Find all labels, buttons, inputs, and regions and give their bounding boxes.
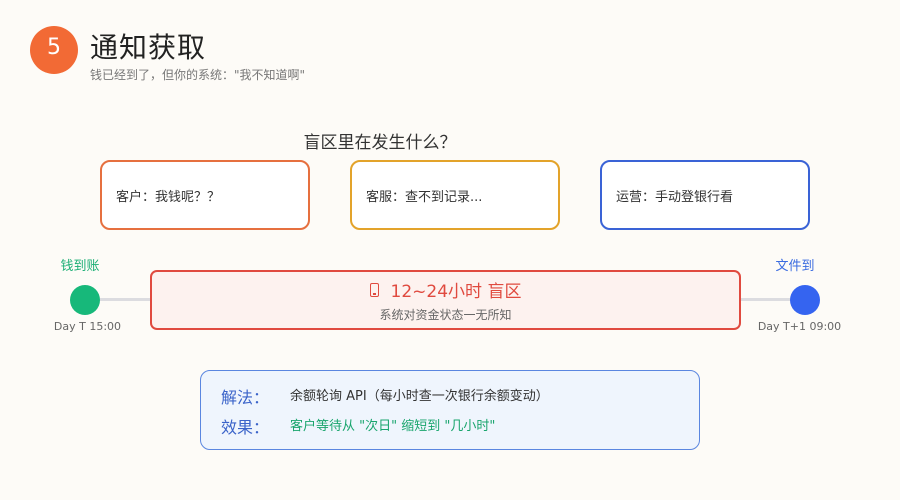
blind-zone-subtitle: 系统对资金状态一无所知	[379, 308, 512, 322]
blind-zone-title-text: 12~24小时 盲区	[390, 282, 522, 302]
service-card-text: 客服：查不到记录...	[366, 189, 483, 205]
section-question: 盲区里在发生什么？	[303, 133, 457, 153]
timeline-end-time: Day T+1 09:00	[757, 320, 842, 333]
timeline-end-label: 文件到	[775, 259, 815, 274]
step-number-badge: 5	[30, 26, 78, 74]
customer-card-text: 客户：我钱呢？？	[116, 189, 221, 205]
timeline-end-dot	[790, 285, 820, 315]
timeline-start-label: 钱到账	[60, 259, 100, 274]
page-title: 通知获取	[90, 31, 207, 64]
ops-card: 运营：手动登银行看	[600, 160, 810, 230]
page-subtitle: 钱已经到了，但你的系统："我不知道啊"	[90, 68, 306, 82]
solution-box	[200, 370, 700, 450]
blind-zone-title: 12~24小时 盲区	[150, 277, 741, 302]
service-card: 客服：查不到记录...	[350, 160, 560, 230]
blind-zone-box	[150, 270, 741, 330]
timeline-start-dot	[70, 285, 100, 315]
solution-label: 解法：	[221, 388, 270, 407]
solution-text: 余额轮询 API（每小时查一次银行余额变动）	[290, 389, 549, 404]
effect-label: 效果：	[221, 418, 270, 437]
timeline-start-time: Day T 15:00	[53, 320, 122, 333]
customer-card: 客户：我钱呢？？	[100, 160, 310, 230]
effect-text: 客户等待从 "次日" 缩短到 "几小时"	[290, 419, 496, 434]
phone-icon	[369, 282, 379, 297]
ops-card-text: 运营：手动登银行看	[616, 189, 734, 205]
